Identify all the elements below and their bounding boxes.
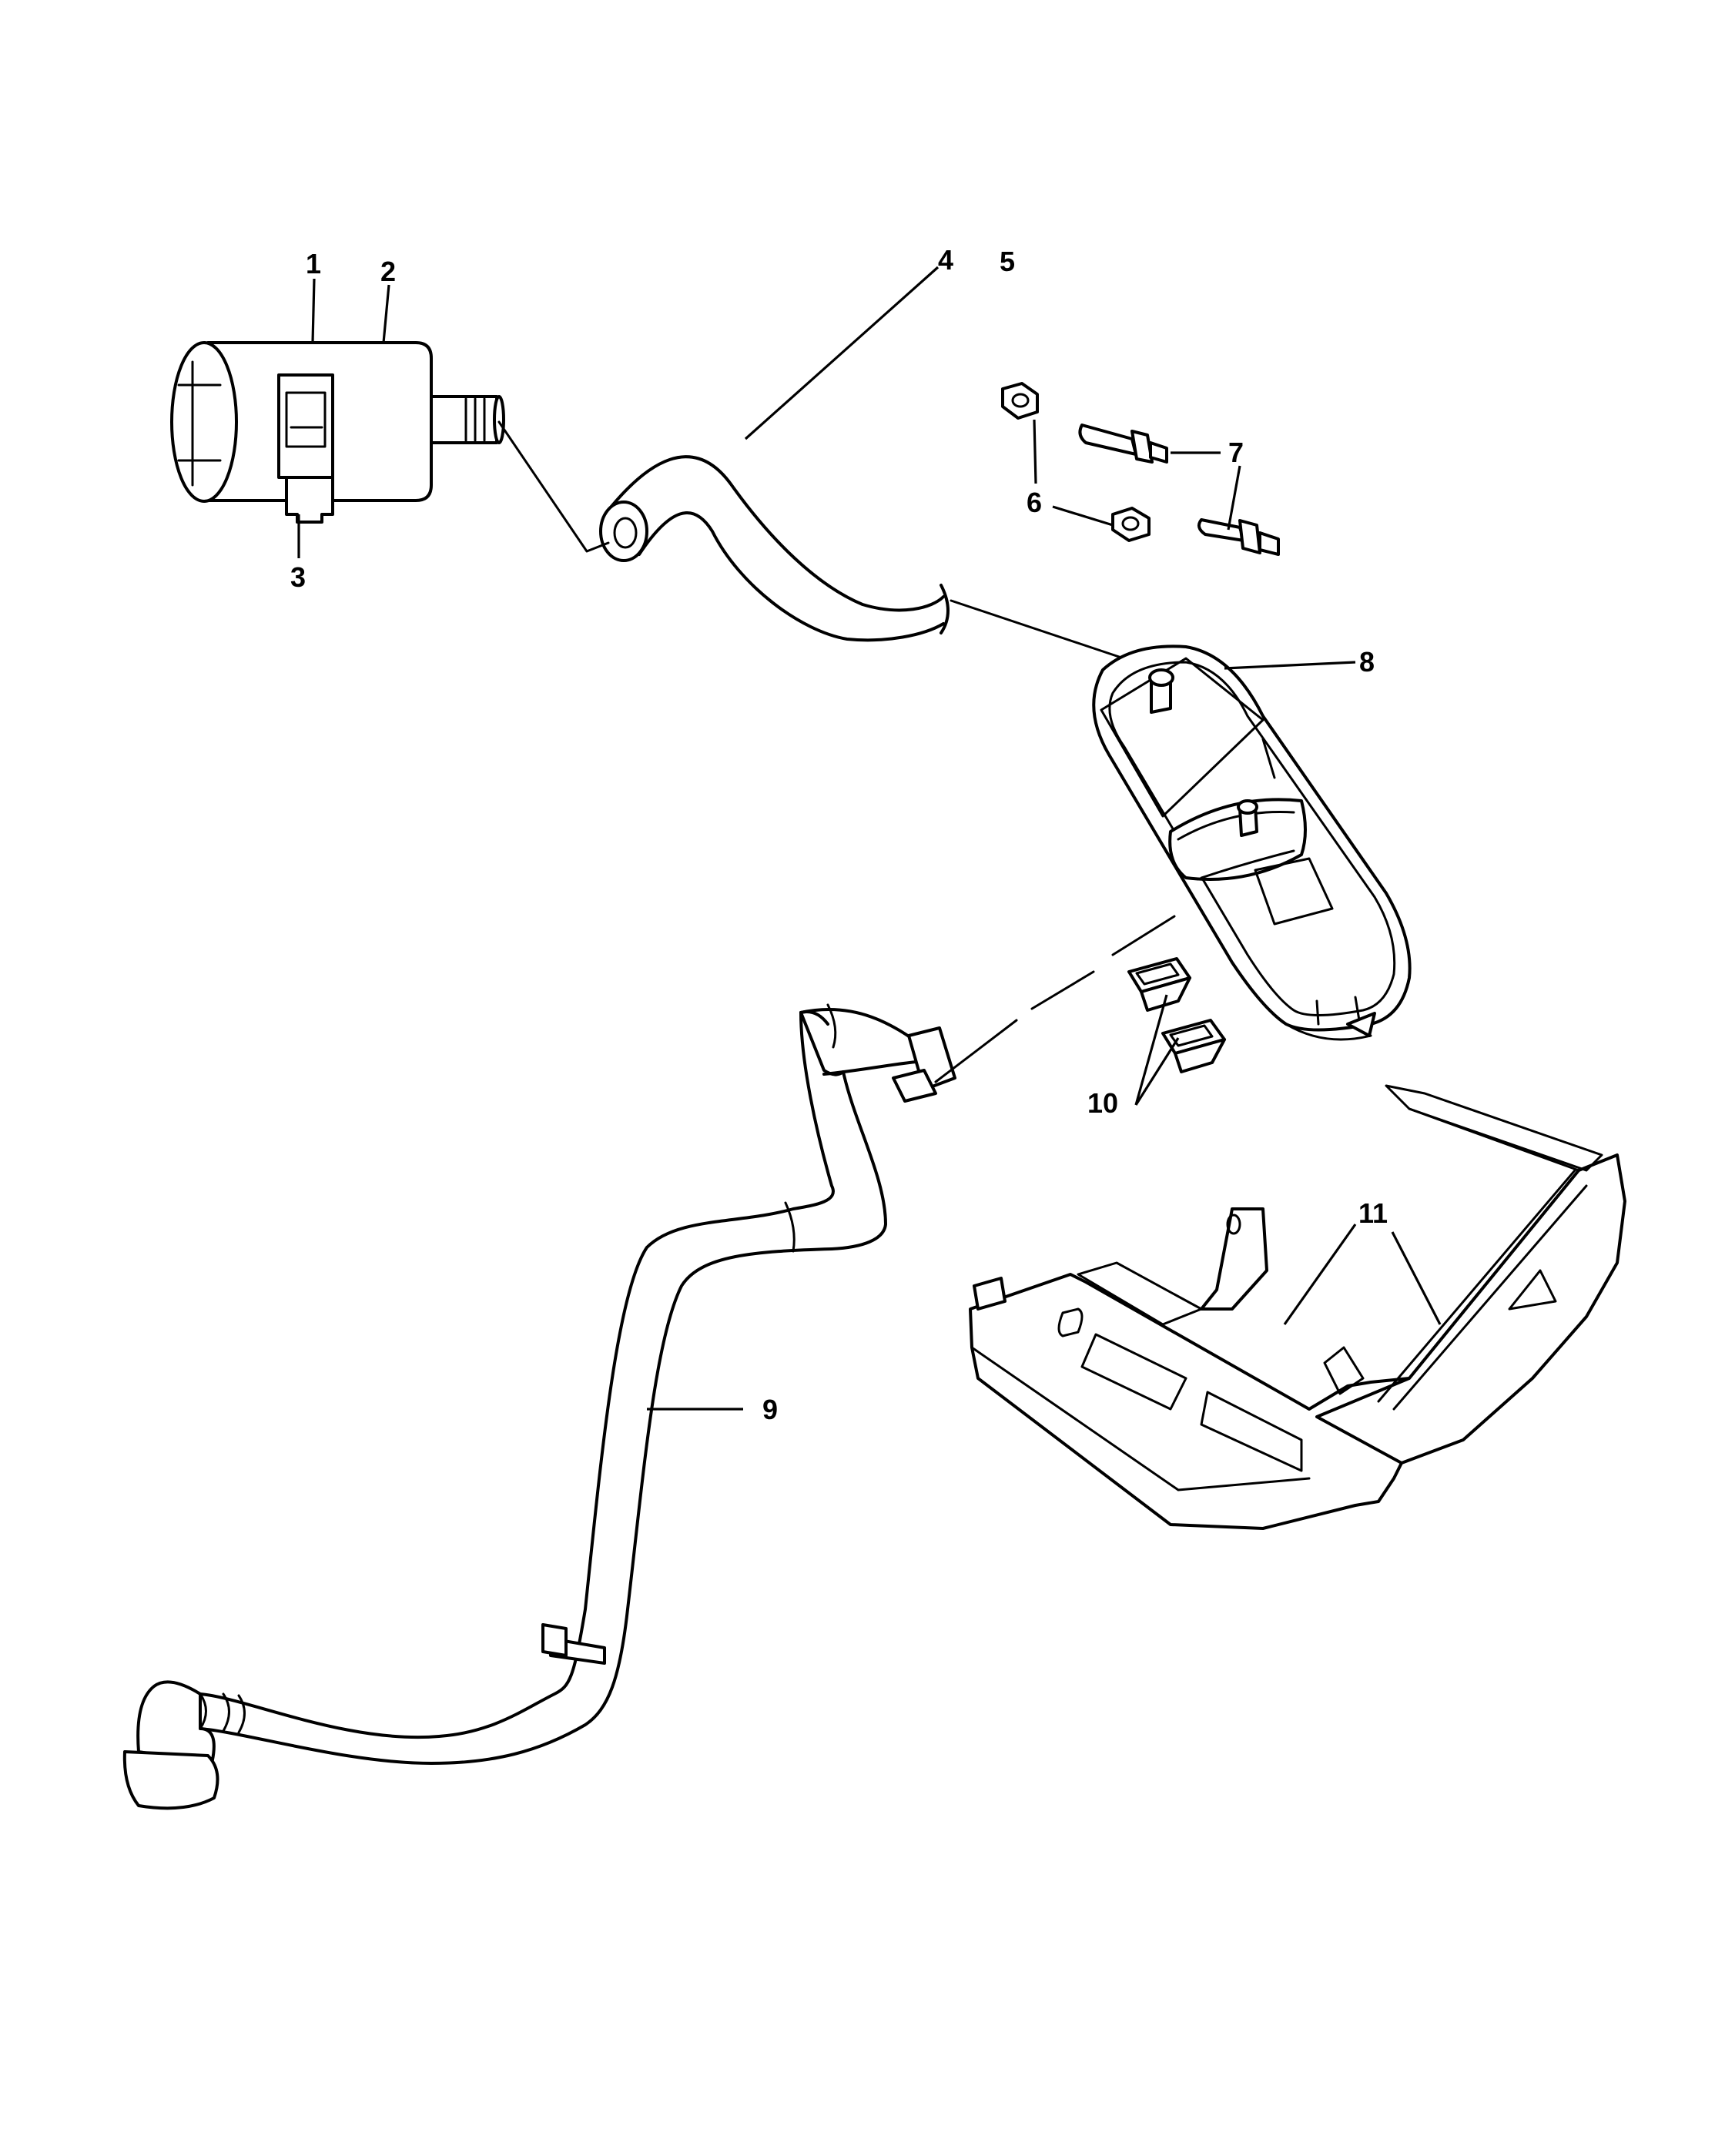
callout-5: 5 bbox=[1000, 246, 1015, 277]
stud-pin-icon bbox=[1078, 424, 1280, 556]
leader-lines bbox=[297, 266, 1442, 1411]
callouts: 1 2 3 4 5 6 7 8 9 10 11 bbox=[290, 244, 1388, 1425]
callout-7: 7 bbox=[1228, 437, 1244, 468]
hex-nut-icon bbox=[1001, 382, 1151, 542]
vent-hose-icon bbox=[122, 1003, 956, 1810]
callout-4: 4 bbox=[938, 244, 953, 276]
mounting-bracket-icon bbox=[969, 1084, 1626, 1530]
callout-10: 10 bbox=[1087, 1087, 1118, 1119]
retainer-clip-icon bbox=[1127, 957, 1226, 1073]
callout-2: 2 bbox=[380, 256, 396, 287]
callout-1: 1 bbox=[306, 248, 321, 280]
callout-8: 8 bbox=[1359, 646, 1375, 678]
vacuum-hose-icon bbox=[497, 420, 1141, 665]
callout-9: 9 bbox=[762, 1394, 778, 1425]
callout-11: 11 bbox=[1358, 1197, 1388, 1229]
dashed-connector bbox=[934, 915, 1176, 1083]
callout-6: 6 bbox=[1027, 487, 1042, 518]
vapor-canister-icon bbox=[1092, 644, 1412, 1041]
solenoid-valve-icon bbox=[170, 341, 505, 524]
callout-3: 3 bbox=[290, 561, 306, 593]
